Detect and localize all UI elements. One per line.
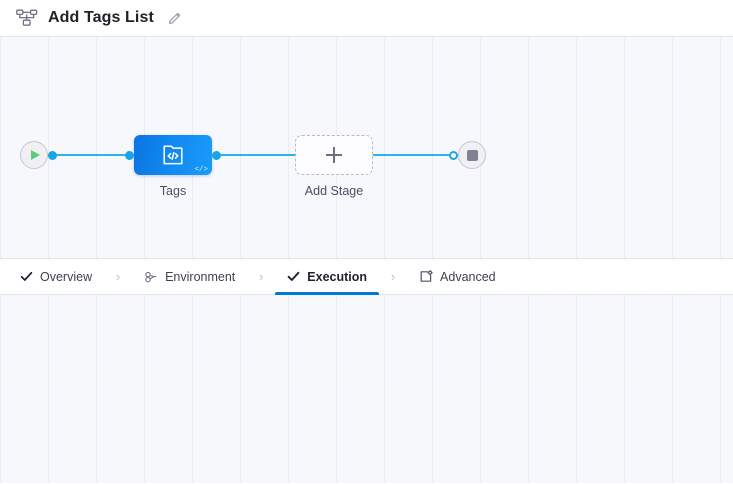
stage-end-connector[interactable]	[449, 150, 458, 160]
add-stage-label: Add Stage	[304, 184, 364, 198]
stage-graph-row: </> Tags Add Stage	[0, 135, 486, 197]
plus-icon	[326, 147, 342, 163]
step-tabbar[interactable]: Overview › Environment › Execution ›	[0, 259, 733, 295]
stage-node-label: Tags	[159, 184, 187, 198]
code-template-icon	[161, 142, 185, 168]
window-gear-icon	[419, 269, 433, 284]
stage-start-connector[interactable]	[48, 150, 57, 160]
play-icon	[31, 150, 40, 160]
stage-tags-out-connector[interactable]	[212, 150, 221, 160]
stage-node-tags-wrap: </> Tags	[134, 135, 212, 197]
tab-execution[interactable]: Execution	[275, 259, 379, 295]
stage-tags-in-connector[interactable]	[125, 150, 134, 160]
node-cluster-icon	[144, 270, 158, 284]
stage-node-tags[interactable]: </>	[134, 135, 212, 175]
step-canvas[interactable]: </> </> Generate Tags </> </> Add Tags A…	[0, 295, 733, 483]
page-title: Add Tags List	[48, 9, 154, 26]
tab-environment[interactable]: Environment	[140, 259, 239, 294]
page-header: Add Tags List	[0, 0, 733, 37]
tab-advanced-label: Advanced	[440, 269, 496, 284]
tab-environment-label: Environment	[165, 269, 236, 284]
tab-advanced[interactable]: Advanced	[415, 259, 500, 294]
add-stage-wrap: Add Stage	[295, 135, 373, 197]
check-icon	[20, 270, 33, 283]
stage-wire-mid	[221, 154, 295, 156]
tab-overview-label: Overview	[40, 269, 93, 284]
stage-wire-start	[57, 154, 125, 156]
tab-separator-1: ›	[115, 269, 121, 284]
stage-canvas[interactable]: </> Tags Add Stage	[0, 37, 733, 259]
stage-wire-end	[373, 154, 449, 156]
pipeline-icon	[16, 9, 38, 27]
stage-node-badge: </>	[194, 165, 208, 174]
stage-start-node[interactable]	[20, 141, 48, 169]
pencil-edit-icon[interactable]	[168, 11, 182, 25]
tab-overview[interactable]: Overview	[16, 259, 96, 294]
tab-separator-3: ›	[390, 269, 396, 284]
tab-separator-2: ›	[259, 269, 264, 284]
stage-end-node[interactable]	[458, 141, 486, 169]
add-stage-button[interactable]	[295, 135, 373, 175]
stop-icon	[466, 149, 478, 161]
tab-execution-label: Execution	[307, 269, 368, 284]
check-icon	[287, 270, 300, 283]
